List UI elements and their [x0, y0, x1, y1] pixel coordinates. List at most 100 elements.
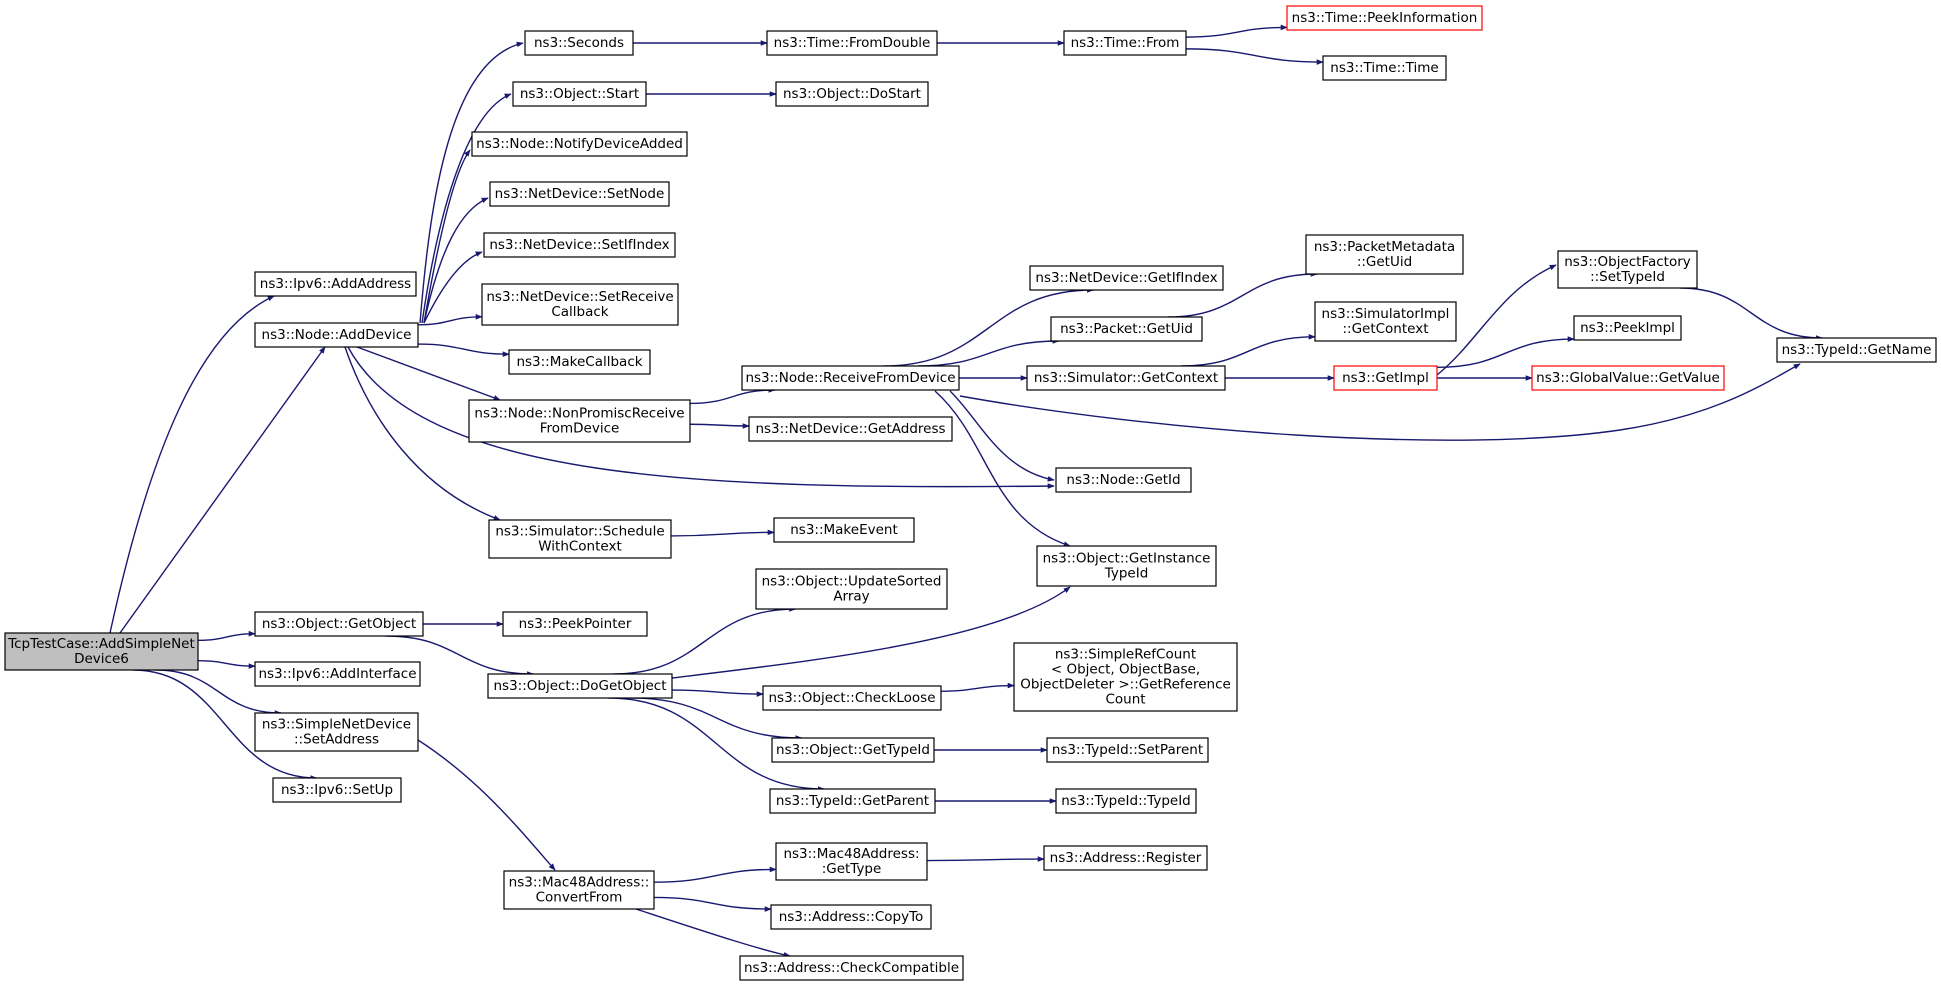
node-netdevice_setifindex[interactable]: ns3::NetDevice::SetIfIndex	[483, 232, 676, 258]
node-box[interactable]	[503, 870, 655, 910]
node-box[interactable]	[489, 181, 670, 207]
node-node_notifydeviceadded[interactable]: ns3::Node::NotifyDeviceAdded	[471, 131, 688, 157]
node-box[interactable]	[1776, 337, 1937, 363]
node-box[interactable]	[766, 30, 938, 56]
node-box[interactable]	[1531, 365, 1725, 391]
node-box[interactable]	[471, 131, 688, 157]
node-objectfactory_settypeid[interactable]: ns3::ObjectFactory::SetTypeId	[1557, 250, 1698, 289]
node-simplerefcount_getreferencecount[interactable]: ns3::SimpleRefCount< Object, ObjectBase,…	[1013, 642, 1238, 712]
node-time_fromdouble[interactable]: ns3::Time::FromDouble	[766, 30, 938, 56]
node-box[interactable]	[1333, 365, 1438, 391]
node-typeid_getname[interactable]: ns3::TypeId::GetName	[1776, 337, 1937, 363]
node-node_adddevice[interactable]: ns3::Node::AddDevice	[254, 322, 419, 348]
node-box[interactable]	[512, 81, 647, 107]
node-box[interactable]	[1046, 737, 1209, 763]
node-box[interactable]	[1055, 788, 1197, 814]
node-ipv6_addinterface[interactable]: ns3::Ipv6::AddInterface	[254, 661, 421, 687]
node-box[interactable]	[1026, 365, 1226, 391]
node-box[interactable]	[254, 271, 417, 297]
node-box[interactable]	[508, 349, 651, 375]
node-node_getid[interactable]: ns3::Node::GetId	[1055, 467, 1192, 493]
node-box[interactable]	[254, 661, 421, 687]
node-box[interactable]	[775, 81, 929, 107]
node-object_checkloose[interactable]: ns3::Object::CheckLoose	[762, 685, 942, 711]
node-box[interactable]	[1063, 30, 1187, 56]
node-simplenetdevice_setaddress[interactable]: ns3::SimpleNetDevice::SetAddress	[254, 712, 419, 752]
node-address_checkcompatible[interactable]: ns3::Address::CheckCompatible	[739, 955, 964, 981]
node-box[interactable]	[773, 517, 915, 543]
node-box[interactable]	[1322, 55, 1447, 81]
node-packet_getuid[interactable]: ns3::Packet::GetUid	[1050, 316, 1203, 342]
node-box[interactable]	[741, 365, 960, 391]
node-box[interactable]	[1036, 545, 1217, 587]
node-box[interactable]	[254, 611, 424, 637]
node-object_gettypeid[interactable]: ns3::Object::GetTypeId	[771, 737, 935, 763]
node-box[interactable]	[487, 673, 673, 699]
node-box[interactable]	[1050, 316, 1203, 342]
node-box[interactable]	[771, 737, 935, 763]
node-box[interactable]	[748, 416, 953, 442]
node-ipv6_setup[interactable]: ns3::Ipv6::SetUp	[272, 777, 402, 803]
node-box[interactable]	[502, 611, 648, 637]
node-node_receivefromdevice[interactable]: ns3::Node::ReceiveFromDevice	[741, 365, 960, 391]
node-netdevice_getifindex[interactable]: ns3::NetDevice::GetIfIndex	[1029, 265, 1224, 291]
node-box[interactable]	[1013, 642, 1238, 712]
node-box[interactable]	[755, 568, 948, 610]
node-box[interactable]	[775, 842, 928, 881]
node-box[interactable]	[770, 904, 932, 930]
node-box[interactable]	[1029, 265, 1224, 291]
node-box[interactable]	[1557, 250, 1698, 289]
node-object_getobject[interactable]: ns3::Object::GetObject	[254, 611, 424, 637]
node-box[interactable]	[483, 232, 676, 258]
node-box[interactable]	[762, 685, 942, 711]
node-globalvalue_getvalue[interactable]: ns3::GlobalValue::GetValue	[1531, 365, 1725, 391]
node-peekpointer[interactable]: ns3::PeekPointer	[502, 611, 648, 637]
node-address_copyto[interactable]: ns3::Address::CopyTo	[770, 904, 932, 930]
node-mac48address_gettype[interactable]: ns3::Mac48Address::GetType	[775, 842, 928, 881]
node-address_register[interactable]: ns3::Address::Register	[1043, 845, 1208, 871]
node-typeid_getparent[interactable]: ns3::TypeId::GetParent	[769, 788, 936, 814]
node-box[interactable]	[769, 788, 936, 814]
node-getimpl[interactable]: ns3::GetImpl	[1333, 365, 1438, 391]
node-simulatorimpl_getcontext[interactable]: ns3::SimulatorImpl::GetContext	[1314, 301, 1457, 342]
node-box[interactable]	[272, 777, 402, 803]
node-box[interactable]	[1305, 234, 1464, 275]
node-time_peekinformation[interactable]: ns3::Time::PeekInformation	[1286, 5, 1483, 31]
node-ipv6_addaddress[interactable]: ns3::Ipv6::AddAddress	[254, 271, 417, 297]
node-box[interactable]	[4, 632, 199, 671]
node-box[interactable]	[468, 399, 691, 443]
node-box[interactable]	[254, 322, 419, 348]
node-mac48address_convertfrom[interactable]: ns3::Mac48Address::ConvertFrom	[503, 870, 655, 910]
node-typeid_typeid[interactable]: ns3::TypeId::TypeId	[1055, 788, 1197, 814]
node-box[interactable]	[488, 519, 672, 559]
node-box[interactable]	[1573, 315, 1682, 341]
node-seconds[interactable]: ns3::Seconds	[524, 30, 634, 56]
node-netdevice_getaddress[interactable]: ns3::NetDevice::GetAddress	[748, 416, 953, 442]
node-box[interactable]	[1043, 845, 1208, 871]
node-time_time[interactable]: ns3::Time::Time	[1322, 55, 1447, 81]
node-box[interactable]	[1055, 467, 1192, 493]
node-makeevent[interactable]: ns3::MakeEvent	[773, 517, 915, 543]
node-typeid_setparent[interactable]: ns3::TypeId::SetParent	[1046, 737, 1209, 763]
node-object_dogetobject[interactable]: ns3::Object::DoGetObject	[487, 673, 673, 699]
node-time_from[interactable]: ns3::Time::From	[1063, 30, 1187, 56]
node-box[interactable]	[1286, 5, 1483, 31]
node-object_start[interactable]: ns3::Object::Start	[512, 81, 647, 107]
node-box[interactable]	[524, 30, 634, 56]
node-box[interactable]	[739, 955, 964, 981]
node-box[interactable]	[254, 712, 419, 752]
node-box[interactable]	[1314, 301, 1457, 342]
node-simulator_getcontext[interactable]: ns3::Simulator::GetContext	[1026, 365, 1226, 391]
node-peekimpl[interactable]: ns3::PeekImpl	[1573, 315, 1682, 341]
node-makecallback[interactable]: ns3::MakeCallback	[508, 349, 651, 375]
node-netdevice_setnode[interactable]: ns3::NetDevice::SetNode	[489, 181, 670, 207]
node-packetmetadata_getuid[interactable]: ns3::PacketMetadata::GetUid	[1305, 234, 1464, 275]
node-object_dostart[interactable]: ns3::Object::DoStart	[775, 81, 929, 107]
node-box[interactable]	[481, 283, 679, 326]
